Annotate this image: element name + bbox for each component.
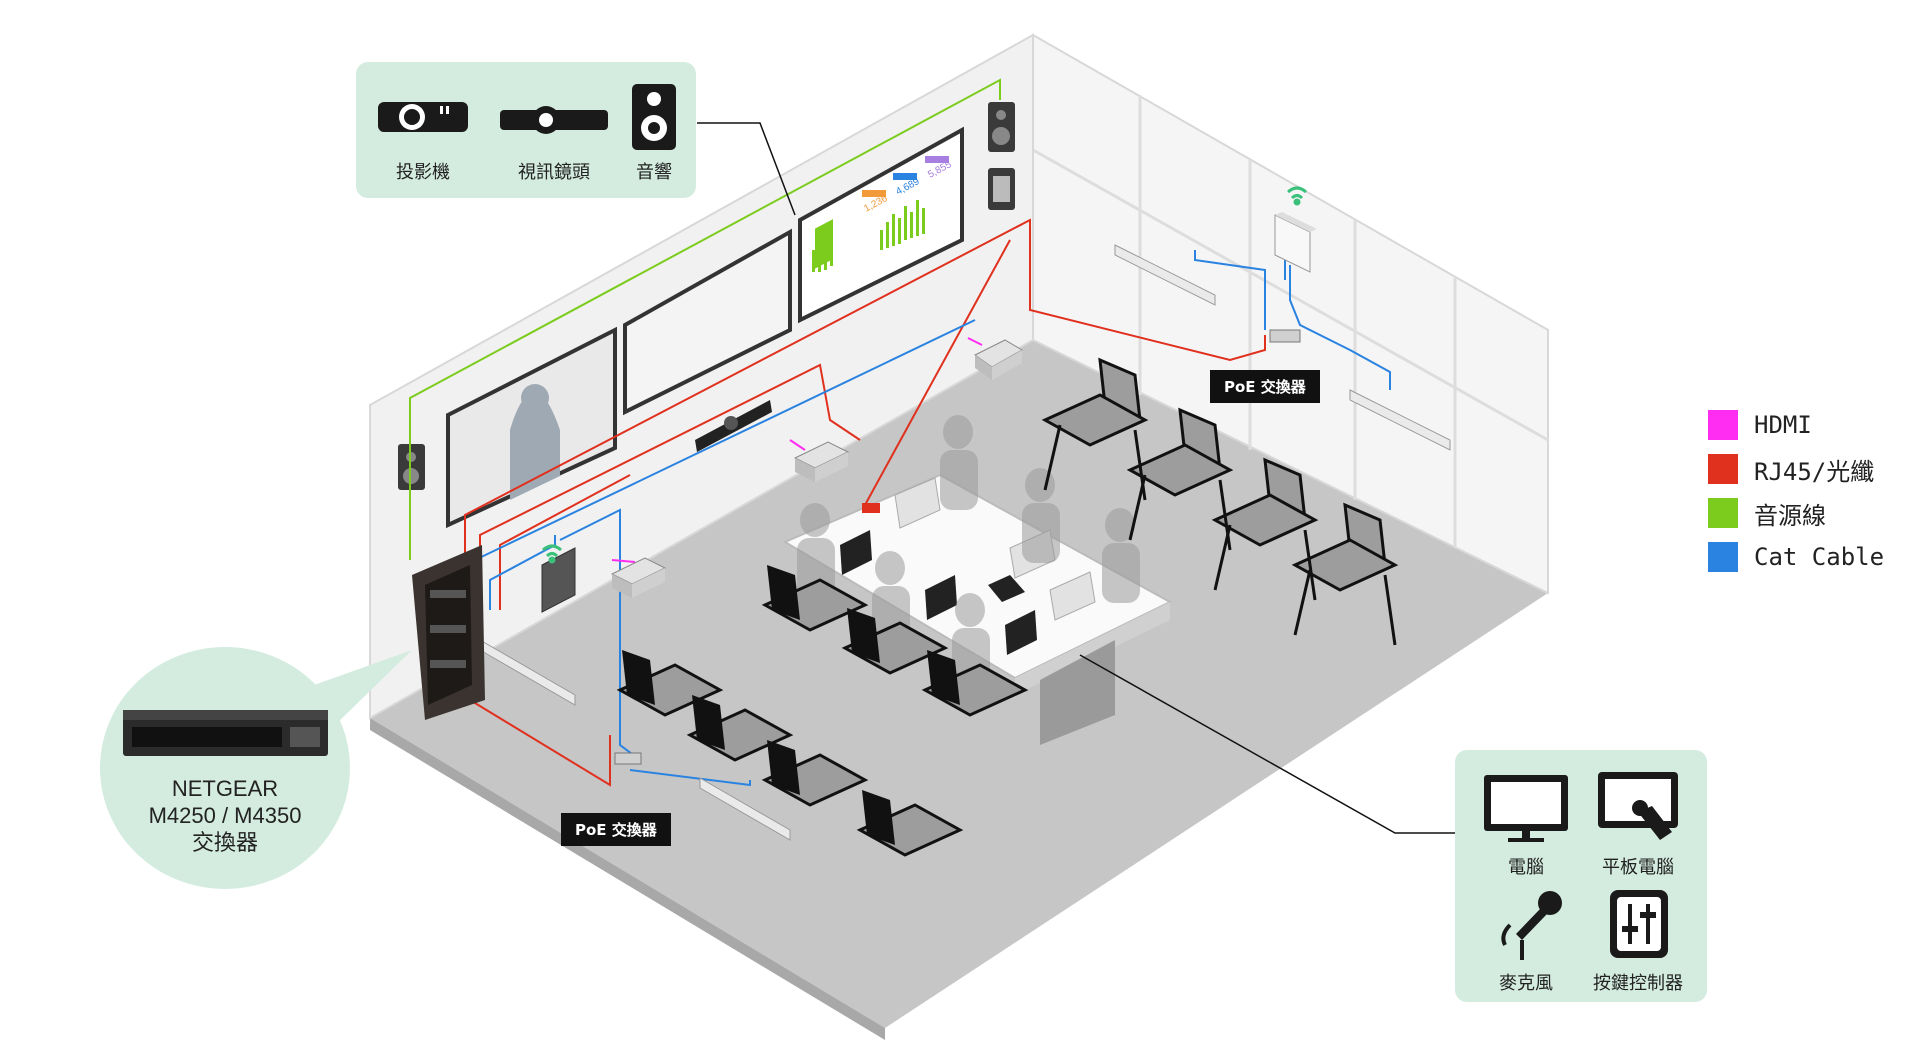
legend-label-cat: Cat Cable <box>1754 543 1885 571</box>
legend-item-audio: 音源線 <box>1708 491 1884 535</box>
chairs-front <box>616 565 1029 857</box>
wifi-icon-right <box>1287 186 1307 206</box>
tablet-label: 平板電腦 <box>1602 857 1674 878</box>
speaker-label: 音響 <box>636 162 672 183</box>
video-camera-label: 視訊鏡頭 <box>518 162 590 183</box>
audio-cables <box>409 78 1001 560</box>
video-camera-icon <box>500 106 608 134</box>
poe-switch-unit-left <box>614 752 642 765</box>
display-middle <box>623 228 792 416</box>
legend-label-rj45: RJ45/光纖 <box>1754 457 1875 486</box>
poe-switch-unit-right <box>1269 329 1301 343</box>
light-bars <box>479 244 1451 841</box>
leader-lines <box>697 122 1455 834</box>
tablet-touch-icon <box>1598 772 1678 840</box>
legend-swatch-audio <box>1708 498 1738 528</box>
button-controller-label: 按鍵控制器 <box>1593 973 1683 994</box>
table-laptops <box>840 530 1037 655</box>
floor-box-1 <box>974 339 1023 380</box>
netgear-switch-icon <box>123 710 328 756</box>
speaker-icon <box>632 84 676 150</box>
floor-box-3 <box>610 557 667 598</box>
chairs-right <box>1041 357 1399 592</box>
poe-switch-tag-right: PoE 交換器 <box>1210 370 1320 403</box>
legend-swatch-hdmi <box>1708 410 1738 440</box>
chair-legs-right <box>1043 424 1397 646</box>
monitor-icon <box>1484 775 1568 842</box>
rj45-cables <box>464 218 1266 787</box>
access-point-left <box>541 547 576 613</box>
video-bar <box>695 400 772 452</box>
red-device <box>862 503 880 513</box>
conference-table <box>782 473 1173 745</box>
core-switch-model: M4250 / M4350 <box>148 803 302 828</box>
right-wall <box>1032 33 1549 595</box>
projector-icon <box>378 102 468 132</box>
legend-label-audio: 音源線 <box>1754 501 1826 530</box>
legend-swatch-rj45 <box>1708 454 1738 484</box>
equipment-rack <box>412 545 485 720</box>
dashboard-bars <box>812 200 925 272</box>
wall-speaker-right <box>988 102 1015 152</box>
floor-box-2 <box>793 441 850 482</box>
cable-legend: HDMI RJ45/光纖 音源線 Cat Cable <box>1708 403 1884 579</box>
legend-label-hdmi: HDMI <box>1754 411 1812 439</box>
core-switch-brand: NETGEAR <box>171 776 279 801</box>
dashboard-tags <box>862 156 949 197</box>
wifi-icon-left <box>542 544 562 564</box>
computer-label: 電腦 <box>1508 857 1544 878</box>
access-point-right <box>1274 212 1317 273</box>
core-switch-callout <box>100 647 350 889</box>
legend-item-cat: Cat Cable <box>1708 535 1884 579</box>
projector-label: 投影機 <box>396 162 450 183</box>
legend-swatch-cat <box>1708 542 1738 572</box>
microphone-label: 麥克風 <box>1499 973 1553 994</box>
poe-switch-tag-left: PoE 交換器 <box>561 813 671 846</box>
legend-item-rj45: RJ45/光纖 <box>1708 447 1884 491</box>
core-switch-label: NETGEAR M4250 / M4350 交換器 <box>100 775 350 856</box>
room-floor-front-edge <box>370 718 885 1040</box>
button-controller-icon <box>1610 890 1668 958</box>
microphone-icon <box>1501 891 1562 960</box>
legend-item-hdmi: HDMI <box>1708 403 1884 447</box>
core-switch-type: 交換器 <box>191 830 258 855</box>
wall-keypad <box>988 168 1015 210</box>
hdmi-cables <box>611 337 983 563</box>
